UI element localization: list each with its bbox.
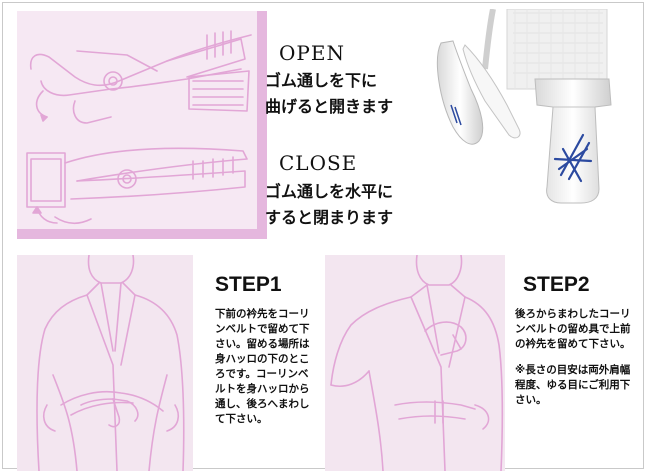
step2-title: STEP2 [523, 273, 590, 296]
step2-note: ※長さの目安は両外肩幅 程度、ゆる目にご利用下 さい。 [515, 363, 630, 408]
open-line-1: ゴム通しを下に [265, 71, 378, 90]
step2-panel: STEP2 後ろからまわしたコーリ ンベルトの留め具で上前 の衿先を留めて下さい… [325, 255, 643, 471]
close-line-1: ゴム通しを水平に [265, 182, 394, 201]
pink-band-right [257, 11, 267, 239]
step1-line-3: さい。留める場所は [215, 338, 310, 350]
step2-pink-bg [325, 255, 505, 471]
step1-kimono-illustration [36, 255, 185, 471]
step1-title: STEP1 [215, 273, 282, 296]
product-photo [423, 8, 633, 205]
step1-line-4: 身ハッロの下のとこ [215, 353, 310, 365]
step2-line-3: の衿先を留めて下さい。 [515, 338, 631, 350]
step1-line-5: ろです。コーリンベ [215, 368, 309, 380]
product-photo-illustration [436, 8, 612, 204]
step2-kimono-illustration [330, 255, 504, 471]
logo-mark-icon [553, 133, 593, 183]
open-heading: OPEN [279, 41, 345, 65]
step1-pink-bg [17, 255, 193, 471]
step2-line-1: 後ろからまわしたコーリ [515, 308, 631, 320]
step2-line-2: ンベルトの留め具で上前 [515, 323, 631, 335]
close-heading: CLOSE [279, 151, 358, 175]
pink-band-bottom [17, 229, 267, 239]
step1-line-1: 下前の衿先をコーリ [215, 308, 310, 320]
step1-line-6: ルトを身ハッロから [215, 383, 310, 395]
step2-note-line-1: ※長さの目安は両外肩幅 [515, 364, 631, 376]
step1-line-2: ンベルトで留めて下 [215, 323, 310, 335]
close-line-2: すると閉まります [265, 208, 394, 227]
step1-panel: STEP1 下前の衿先をコーリ ンベルトで留めて下 さい。留める場所は 身ハッロ… [17, 255, 317, 471]
open-line-2: 曲げると開きます [265, 97, 394, 116]
step2-description: 後ろからまわしたコーリ ンベルトの留め具で上前 の衿先を留めて下さい。 [515, 307, 631, 352]
step2-note-line-3: さい。 [515, 394, 547, 406]
step1-line-7: 通し、後ろへまわし [215, 398, 310, 410]
clip-diagram-panel [17, 11, 267, 239]
step1-line-8: て下さい。 [215, 413, 268, 425]
step2-note-line-2: 程度、ゆる目にご利用下 [515, 379, 631, 391]
step1-description: 下前の衿先をコーリ ンベルトで留めて下 さい。留める場所は 身ハッロの下のとこ … [215, 307, 310, 427]
clip-illustration [26, 30, 252, 225]
